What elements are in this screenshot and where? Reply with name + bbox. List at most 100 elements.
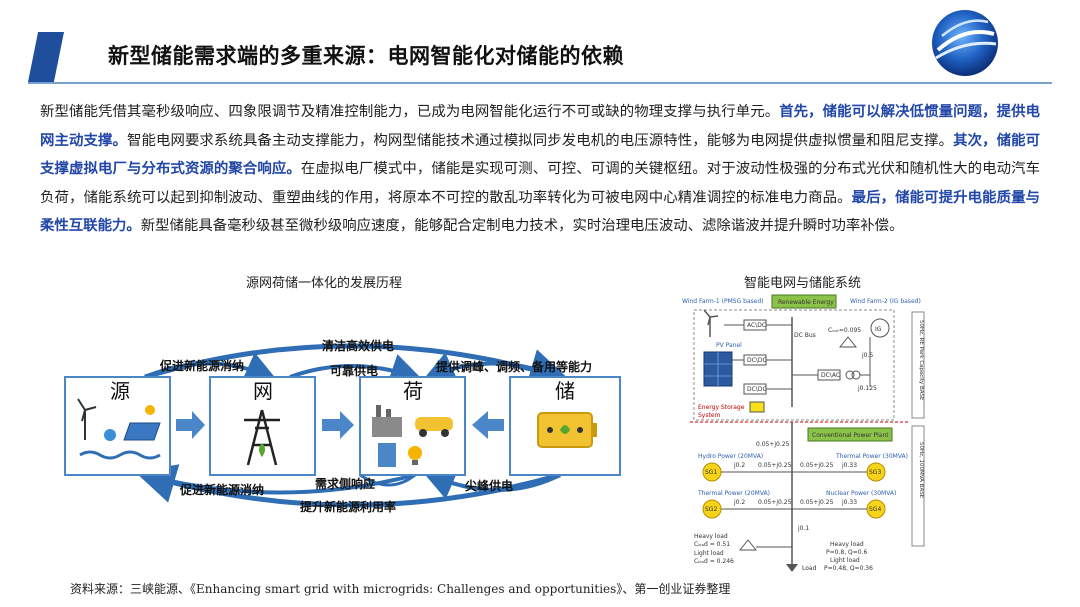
j033a-label: j0.33 bbox=[841, 462, 857, 469]
imp-c-label: 0.05+j0.25 bbox=[758, 499, 792, 506]
wind-turbine-icon bbox=[77, 398, 97, 440]
electric-car-icon bbox=[415, 417, 453, 437]
light-load-left: Light load bbox=[694, 550, 724, 557]
box-grid bbox=[209, 376, 316, 476]
left-figure-caption: 源网荷储一体化的发展历程 bbox=[246, 276, 403, 291]
note-bottom: 50Hz, 100MVA BASE bbox=[918, 442, 924, 499]
source-grid-load-storage-diagram: 清洁高效供电 促进新能源消纳 可靠供电 提供调峰、调频、备用等能力 需求侧响应 … bbox=[64, 338, 621, 514]
thermal20-label: Thermal Power (20MVA) bbox=[697, 490, 770, 497]
pv-panel-label: PV Panel bbox=[716, 342, 742, 349]
highlight-1: 首先，储能可以解决低惯量问题，提供电网主动支撑。 bbox=[40, 103, 1040, 149]
building-icon bbox=[378, 443, 396, 467]
hydro-label: Hydro Power (20MVA) bbox=[698, 453, 763, 460]
dcac-label: DC\AC bbox=[821, 372, 840, 379]
dcdc-label-2: DC\DC bbox=[747, 386, 767, 393]
load-capacitor-icon bbox=[738, 539, 758, 551]
renewable-region bbox=[693, 309, 895, 421]
body-paragraph: 新型储能凭借其毫秒级响应、四象限调节及精准控制能力，已成为电网智能化运行不可或缺… bbox=[40, 98, 1040, 241]
heavy-load-left: Heavy load bbox=[694, 533, 728, 540]
note-top: 50Hz, RE Park Capacity BASE bbox=[918, 320, 924, 401]
wind-turbine-1-icon bbox=[703, 309, 719, 337]
smart-grid-schematic: Wind Farm-1 (PMSG based) Renewable Energ… bbox=[682, 294, 925, 572]
hydro-wave-icon bbox=[79, 429, 161, 460]
factory-icon bbox=[372, 405, 402, 437]
load-label: Load bbox=[802, 565, 817, 572]
arrow-right-1 bbox=[176, 411, 205, 439]
load-arrow-icon bbox=[786, 564, 798, 572]
j033b-label: j0.33 bbox=[841, 499, 857, 506]
induction-generator-icon bbox=[870, 318, 890, 338]
battery-icon bbox=[537, 412, 597, 448]
imp-a-label: 0.05+j0.25 bbox=[758, 462, 792, 469]
globe-logo-icon bbox=[932, 10, 998, 76]
imp-b-label: 0.05+j0.25 bbox=[800, 462, 834, 469]
j0125-label: j0.125 bbox=[857, 385, 877, 392]
label-bottom-mid: 需求侧响应 bbox=[315, 476, 375, 491]
renewable-energy-label: Renewable Energy bbox=[778, 299, 834, 306]
arc-top-right bbox=[422, 352, 561, 382]
arrow-left-3 bbox=[472, 411, 504, 439]
arc-bottom-mid bbox=[359, 473, 416, 487]
box-load-title: 荷 bbox=[403, 379, 423, 403]
sg2-label: SG2 bbox=[705, 506, 717, 513]
paragraph-text-4: 新型储能具备毫秒级甚至微秒级响应速度，能够配合定制电力技术，实时治理电压波动、滤… bbox=[140, 218, 904, 235]
highlight-2: 其次，储能可支撑虚拟电厂与分布式资源的聚合响应。 bbox=[40, 131, 1040, 178]
j02b-label: j0.2 bbox=[733, 499, 745, 506]
sg4-label: SG4 bbox=[869, 506, 881, 513]
title-bar: 新型储能需求端的多重来源：电网智能化对储能的依赖 bbox=[0, 28, 1080, 88]
lightbulb-icon bbox=[408, 446, 422, 465]
nuclear-label: Nuclear Power (30MVA) bbox=[826, 490, 896, 497]
wind-farm-2-label: Wind Farm-2 (IG based) bbox=[850, 298, 921, 305]
sg3-label: SG3 bbox=[869, 469, 881, 476]
box-grid-title: 网 bbox=[253, 379, 273, 403]
imp-top-label: 0.05+j0.25 bbox=[756, 441, 790, 448]
arc-top-left bbox=[144, 352, 278, 382]
arc-top-mid bbox=[289, 354, 423, 385]
highlight-3: 最后，储能可提升电能质量与柔性互联能力。 bbox=[40, 188, 1040, 235]
transmission-tower-icon bbox=[244, 409, 280, 466]
paragraph-text-2: 智能电网要求系统具备主动支撑能力，构网型储能技术通过模拟同步发电机的电压源特性，… bbox=[126, 132, 954, 149]
label-clean-supply: 清洁高效供电 bbox=[322, 338, 394, 353]
conventional-plant-box bbox=[807, 427, 893, 442]
page-title: 新型储能需求端的多重来源：电网智能化对储能的依赖 bbox=[108, 44, 624, 68]
cout-label: Cₒᵤₜ=0.095 bbox=[828, 327, 861, 334]
title-divider bbox=[28, 82, 1052, 84]
heavy-load-right: Heavy load bbox=[830, 541, 864, 548]
arrow-right-2 bbox=[322, 411, 354, 439]
thermal30-label: Thermal Power (30MVA) bbox=[835, 453, 908, 460]
renewable-energy-box bbox=[771, 294, 837, 309]
j05-label: j0.5 bbox=[861, 352, 873, 359]
transformer-icon-a bbox=[845, 370, 855, 380]
label-bottom-left: 促进新能源消纳 bbox=[179, 482, 264, 497]
label-bottom-outer: 提升新能源利用率 bbox=[300, 499, 396, 514]
conventional-plant-label: Conventional Power Plant bbox=[812, 432, 889, 439]
note-box-bottom bbox=[911, 425, 925, 547]
cload-light: Cₗₒₐd = 0.246 bbox=[694, 558, 734, 565]
ess-label-1: Energy Storage bbox=[698, 404, 745, 411]
imp-d-label: 0.05+j0.25 bbox=[800, 499, 834, 506]
box-storage-title: 储 bbox=[555, 379, 575, 403]
label-top-left: 促进新能源消纳 bbox=[159, 358, 244, 373]
j02a-label: j0.2 bbox=[733, 462, 745, 469]
dcdc-label-1: DC\DC bbox=[747, 357, 767, 364]
acdc-label: AC\DC bbox=[747, 322, 766, 329]
ess-label-2: System bbox=[698, 412, 721, 419]
label-bottom-right: 尖峰供电 bbox=[465, 478, 513, 493]
wind-farm-1-label: Wind Farm-1 (PMSG based) bbox=[682, 298, 764, 305]
right-figure-caption: 智能电网与储能系统 bbox=[744, 276, 862, 291]
label-top-mid: 可靠供电 bbox=[330, 363, 378, 378]
cload-heavy: Cₗₒₐd = 0.51 bbox=[694, 541, 730, 548]
battery-storage-icon bbox=[749, 401, 765, 413]
light-values: P=0.48, Q=0.36 bbox=[824, 565, 873, 572]
paragraph-text-3: 在虚拟电厂模式中，储能是实现可测、可控、可调的关键枢纽。对于波动性极强的分布式光… bbox=[40, 161, 1040, 206]
title-accent-shape bbox=[28, 32, 64, 82]
note-box-top bbox=[911, 311, 925, 419]
dc-bus-label: DC Bus bbox=[794, 332, 816, 339]
sg1-label: SG1 bbox=[705, 469, 717, 476]
arc-bottom-right bbox=[422, 469, 561, 500]
solar-panel-icon bbox=[123, 405, 161, 441]
box-source-title: 源 bbox=[110, 379, 130, 403]
source-note: 资料来源：三峡能源、《Enhancing smart grid with mic… bbox=[70, 582, 731, 596]
light-load-right: Light load bbox=[830, 557, 860, 564]
heavy-values: P=0.8, Q=0.6 bbox=[826, 549, 867, 556]
